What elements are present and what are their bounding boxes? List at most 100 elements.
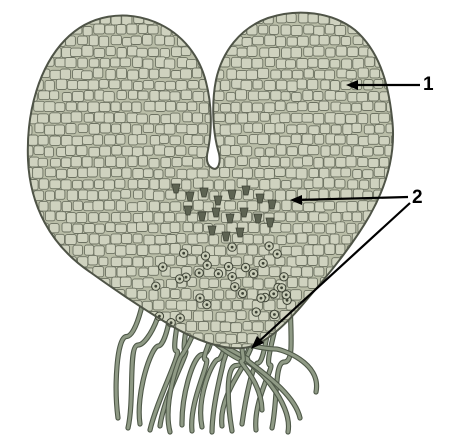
cell [154, 213, 164, 224]
cell [29, 157, 39, 167]
cell [210, 37, 220, 47]
cell [51, 26, 61, 37]
cell [154, 145, 165, 155]
cell [45, 125, 56, 135]
cell [111, 35, 121, 44]
cell [55, 15, 64, 24]
cell [341, 37, 350, 46]
cell [144, 235, 155, 245]
cell [143, 146, 153, 155]
cell [111, 301, 120, 310]
cell [132, 125, 141, 135]
cell [241, 58, 251, 69]
cell [44, 102, 55, 112]
cell [66, 102, 76, 111]
cell [16, 25, 26, 35]
cell [293, 224, 303, 234]
cell [40, 246, 49, 255]
cell [183, 112, 192, 122]
cell [352, 279, 362, 288]
cell [269, 4, 279, 14]
cell [177, 301, 187, 311]
cell [149, 69, 158, 79]
cell [197, 36, 208, 45]
cell [348, 180, 358, 189]
cell [116, 25, 126, 35]
cell [246, 70, 257, 80]
cell [292, 92, 302, 101]
cell [371, 268, 380, 277]
cell [298, 102, 307, 111]
cell [62, 201, 71, 211]
cell [55, 103, 65, 112]
cell [237, 136, 248, 145]
cell [17, 266, 27, 275]
antheridium-core [252, 272, 255, 275]
cell [321, 80, 330, 90]
cell [318, 59, 329, 69]
cell [265, 123, 276, 133]
cell [121, 323, 131, 333]
cell [243, 234, 253, 244]
cell [67, 190, 78, 201]
cell [287, 147, 298, 156]
cell [176, 124, 187, 133]
cell [61, 4, 72, 13]
cell [330, 345, 341, 355]
cell [357, 93, 368, 102]
cell [369, 222, 379, 231]
cell [374, 345, 383, 354]
cell [28, 25, 39, 35]
cell [139, 268, 148, 277]
cell [225, 201, 236, 210]
cell [170, 222, 180, 232]
cell [45, 279, 56, 289]
antheridium-core [241, 292, 244, 295]
cell [166, 300, 177, 309]
cell [205, 69, 216, 78]
cell [50, 180, 61, 189]
cell [137, 290, 146, 299]
cell [308, 235, 318, 245]
cell [307, 345, 318, 354]
cell [242, 168, 252, 178]
cell [330, 190, 340, 199]
cell [264, 169, 274, 179]
cell [51, 246, 60, 255]
cell [211, 321, 221, 331]
cell [320, 235, 330, 244]
cell [341, 168, 351, 177]
cell [353, 170, 362, 179]
cell [220, 168, 230, 178]
cell [94, 112, 105, 122]
cell [280, 136, 291, 145]
cell [269, 25, 278, 34]
cell [44, 13, 53, 23]
antheridium-core [199, 297, 202, 300]
cell [200, 278, 209, 288]
cell [335, 179, 345, 188]
cell [192, 135, 203, 144]
cell [121, 123, 131, 134]
cell [67, 213, 77, 223]
cell [286, 60, 296, 69]
cell [126, 288, 137, 298]
cell [50, 3, 60, 12]
cell [115, 246, 126, 256]
cell [160, 3, 169, 12]
cell [143, 59, 153, 69]
cell [385, 15, 395, 25]
cell [55, 190, 65, 200]
cell [93, 135, 102, 146]
cell [182, 157, 193, 166]
cell [106, 333, 115, 342]
cell [236, 90, 247, 100]
cell [390, 312, 400, 321]
cell [313, 113, 324, 124]
cell [348, 290, 358, 300]
cell [380, 268, 391, 277]
cell [265, 35, 276, 46]
cell [315, 70, 326, 79]
cell [73, 201, 82, 210]
cell [330, 60, 340, 69]
